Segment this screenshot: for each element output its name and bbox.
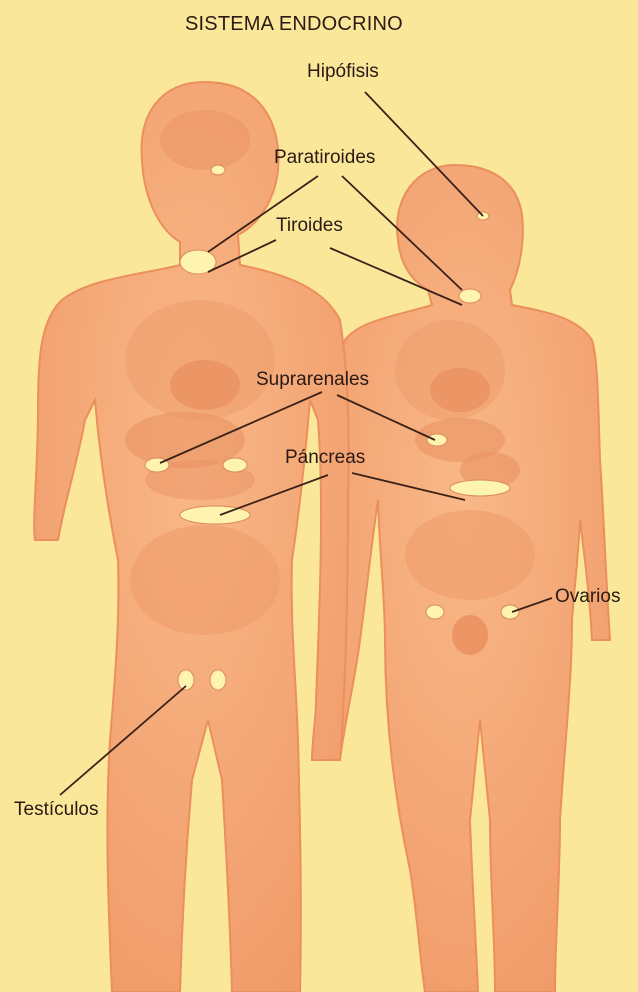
female-pancreas — [450, 480, 510, 496]
label-hipofisis: Hipófisis — [307, 62, 379, 81]
male-pituitary-gland — [211, 165, 225, 175]
female-ovary-left — [426, 605, 444, 619]
label-pancreas: Páncreas — [285, 448, 365, 467]
male-testicle-right — [210, 670, 226, 690]
female-intestines — [405, 510, 535, 600]
female-thyroid-gland — [459, 289, 481, 303]
label-paratiroides: Paratiroides — [274, 148, 375, 167]
diagram-title: SISTEMA ENDOCRINO — [185, 14, 403, 34]
female-figure — [317, 165, 610, 992]
male-heart — [170, 360, 240, 410]
female-adrenal-gland — [427, 434, 447, 446]
male-brain — [160, 110, 250, 170]
male-adrenal-right — [223, 458, 247, 472]
female-uterus — [452, 615, 488, 655]
female-ovary-right — [501, 605, 519, 619]
label-tiroides: Tiroides — [276, 216, 343, 235]
male-intestines — [130, 525, 280, 635]
label-suprarrenales: Suprarenales — [256, 370, 369, 389]
label-testiculos: Testículos — [14, 800, 98, 819]
label-ovarios: Ovarios — [555, 587, 620, 606]
female-heart — [430, 368, 490, 412]
